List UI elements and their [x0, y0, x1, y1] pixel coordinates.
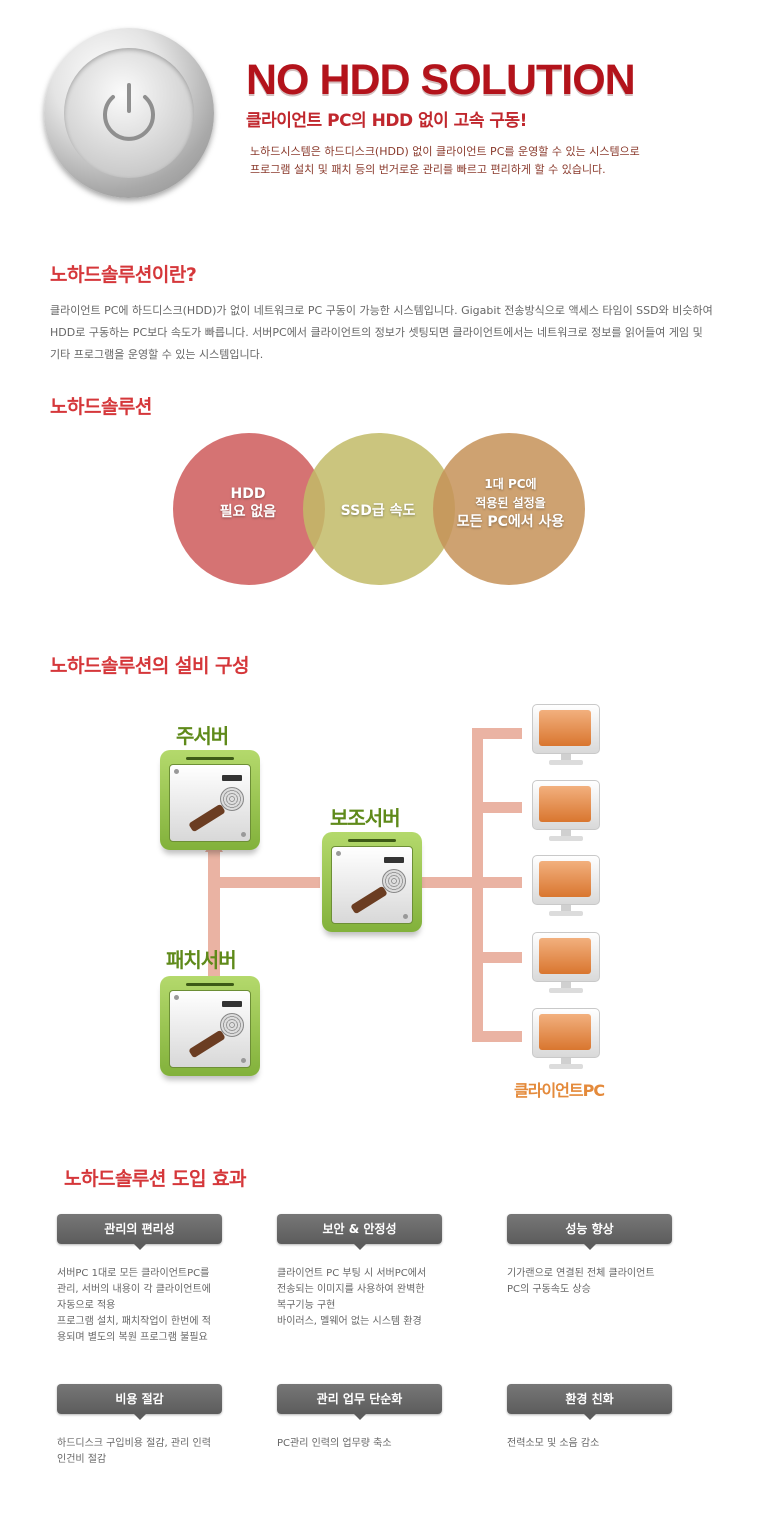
connector-line: [422, 877, 474, 888]
venn-label-line: 적용된 설정을: [475, 496, 546, 510]
patch-server-icon: [160, 976, 260, 1076]
venn-label-no-hdd: HDD 필요 없음: [188, 485, 308, 521]
connector-line: [208, 850, 220, 988]
benefits-title: 노하드솔루션 도입 효과: [64, 1168, 247, 1190]
venn-label-line: 모든 PC에서 사용: [456, 514, 565, 530]
hero-description-line: 프로그램 설치 및 패치 등의 번거로운 관리를 빠르고 편리하게 할 수 있습…: [250, 163, 606, 176]
venn-label-ssd-speed: SSD급 속도: [340, 503, 416, 519]
main-server-label: 주서버: [176, 724, 229, 748]
connector-line: [472, 952, 522, 963]
connector-line: [472, 802, 522, 813]
hero-description: 노하드시스템은 하드디스크(HDD) 없이 클라이언트 PC를 운영할 수 있는…: [250, 143, 720, 179]
client-pc-monitor-icon: [532, 704, 600, 770]
venn-label-line: HDD: [230, 486, 266, 502]
connector-line: [220, 877, 320, 888]
connector-line: [472, 1031, 522, 1042]
power-button-graphic: [44, 28, 214, 198]
benefit-tab-management: 관리의 편리성: [57, 1214, 222, 1250]
hero-title: NO HDD SOLUTION: [246, 56, 636, 104]
benefit-tab-cost: 비용 절감: [57, 1384, 222, 1420]
hero-subtitle: 클라이언트 PC의 HDD 없이 고속 구동!: [246, 111, 527, 131]
sub-server-icon: [322, 832, 422, 932]
venn-label-line: 필요 없음: [219, 504, 277, 520]
benefit-tab-eco: 환경 친화: [507, 1384, 672, 1420]
solution-venn-diagram: HDD 필요 없음 SSD급 속도 1대 PC에 적용된 설정을 모든 PC에서…: [170, 430, 590, 590]
patch-server-label: 패치서버: [166, 948, 237, 972]
benefit-text-cost: 하드디스크 구입비용 절감, 관리 인력 인건비 절감: [57, 1438, 211, 1465]
client-pc-monitor-icon: [532, 780, 600, 846]
benefit-text-simplify: PC관리 인력의 업무량 축소: [277, 1438, 392, 1449]
benefit-tab-security: 보안 & 안정성: [277, 1214, 442, 1250]
benefit-text-management: 서버PC 1대로 모든 클라이언트PC를 관리, 서버의 내용이 각 클라이언트…: [57, 1268, 211, 1343]
benefit-text-performance: 기가랜으로 연결된 전체 클라이언트 PC의 구동속도 상승: [507, 1268, 655, 1295]
equipment-title: 노하드솔루션의 설비 구성: [50, 655, 250, 677]
about-title: 노하드솔루션이란?: [50, 264, 197, 286]
venn-label-line: 1대 PC에: [484, 477, 537, 491]
benefit-tab-performance: 성능 향상: [507, 1214, 672, 1250]
main-server-icon: [160, 750, 260, 850]
venn-circle-no-hdd: [173, 433, 325, 585]
venn-circle-shared-settings: [433, 433, 585, 585]
sub-server-label: 보조서버: [330, 806, 401, 830]
connector-line: [472, 877, 522, 888]
venn-label-shared-settings: 1대 PC에 적용된 설정을 모든 PC에서 사용: [438, 475, 583, 532]
power-icon: [103, 83, 155, 141]
client-pc-label: 클라이언트PC: [514, 1081, 605, 1100]
client-pc-monitor-icon: [532, 932, 600, 998]
solution-title: 노하드솔루션: [50, 396, 152, 418]
about-body: 클라이언트 PC에 하드디스크(HDD)가 없이 네트워크로 PC 구동이 가능…: [50, 304, 713, 361]
benefit-text-security: 클라이언트 PC 부팅 시 서버PC에서 전송되는 이미지를 사용하여 완벽한 …: [277, 1268, 427, 1327]
benefit-text-eco: 전력소모 및 소음 감소: [507, 1438, 600, 1449]
connector-line: [472, 728, 522, 739]
client-pc-monitor-icon: [532, 855, 600, 921]
client-pc-monitor-icon: [532, 1008, 600, 1074]
hero-description-line: 노하드시스템은 하드디스크(HDD) 없이 클라이언트 PC를 운영할 수 있는…: [250, 145, 640, 158]
equipment-diagram: 주서버 보조서버 패치서버 클라이언트PC: [0, 690, 760, 1120]
venn-circle-ssd-speed: [303, 433, 455, 585]
benefit-tab-simplify: 관리 업무 단순화: [277, 1384, 442, 1420]
